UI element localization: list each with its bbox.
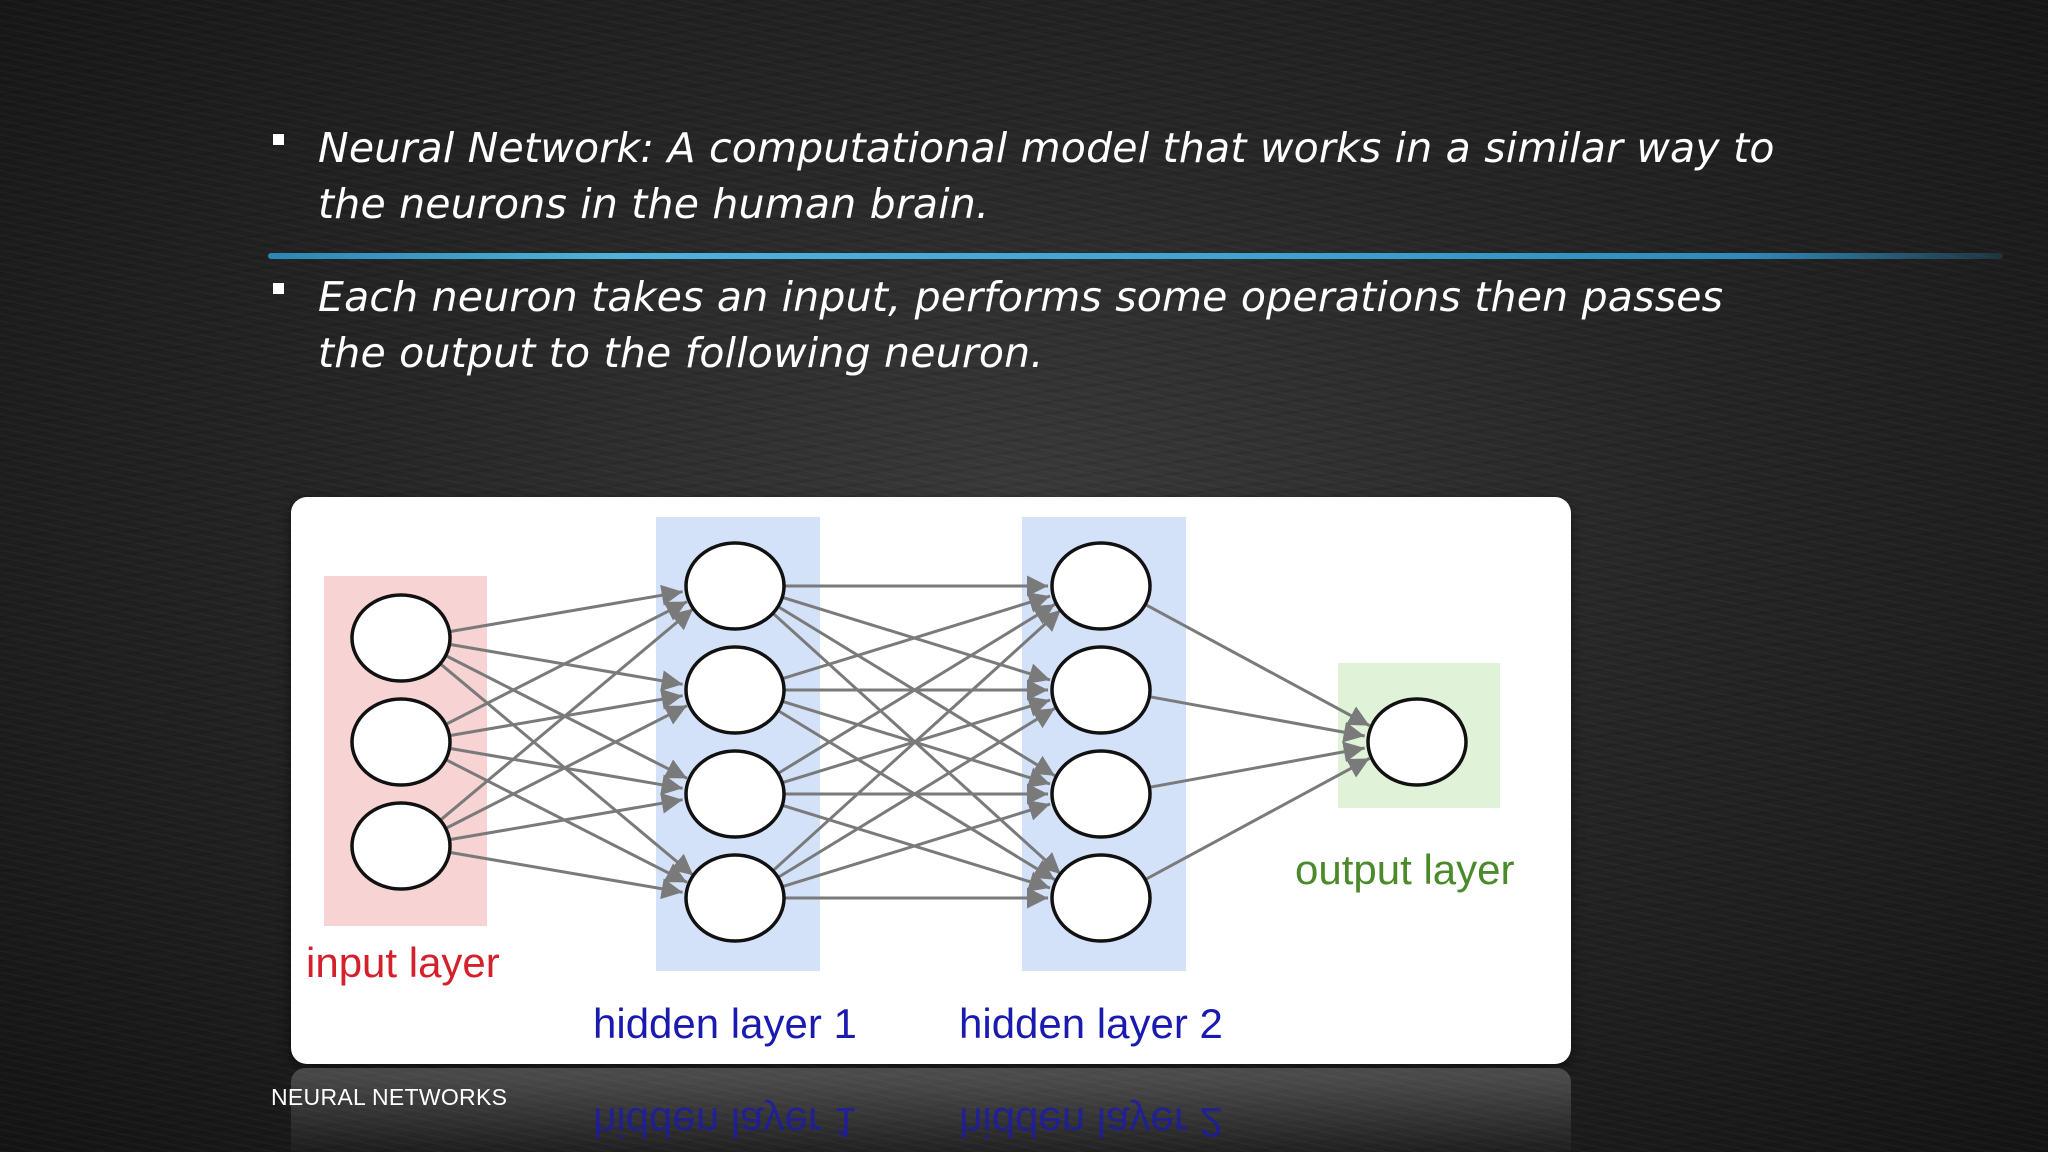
neuron-input-1 bbox=[350, 593, 452, 683]
neuron-hidden2-3 bbox=[1050, 749, 1152, 839]
bullet-text: Each neuron takes an input, performs som… bbox=[318, 273, 1724, 377]
connection-l2-n1-to-n0 bbox=[1147, 694, 1365, 743]
diagram-reflection: hidden layer 1 hidden layer 2 bbox=[291, 1068, 1571, 1152]
reflection-hidden-layer-1: hidden layer 1 bbox=[593, 1099, 857, 1146]
connection-l0-n2-to-n0 bbox=[437, 607, 695, 824]
connection-l2-n0-to-n0 bbox=[1142, 601, 1371, 727]
neuron-hidden1-4 bbox=[684, 853, 786, 943]
hidden-layer-2-label: hidden layer 2 bbox=[959, 1000, 1223, 1047]
connection-l2-n3-to-n0 bbox=[1142, 757, 1371, 883]
bullet-marker bbox=[273, 283, 284, 294]
neuron-output-1 bbox=[1366, 697, 1468, 787]
output-layer-label: output layer bbox=[1295, 846, 1514, 893]
neuron-input-3 bbox=[350, 801, 452, 891]
bullet-marker bbox=[273, 134, 284, 145]
connection-l0-n1-to-n0 bbox=[442, 600, 688, 727]
neuron-input-2 bbox=[350, 697, 452, 787]
connection-l0-n2-to-n3 bbox=[447, 850, 683, 900]
connection-l0-n0-to-n0 bbox=[447, 584, 683, 634]
connection-l1-n3-to-n0 bbox=[769, 608, 1062, 874]
divider-rule bbox=[268, 253, 2003, 259]
neuron-hidden2-1 bbox=[1050, 541, 1152, 631]
connection-l1-n3-to-n1 bbox=[775, 707, 1056, 881]
neuron-hidden2-2 bbox=[1050, 645, 1152, 735]
reflection-hidden-layer-2: hidden layer 2 bbox=[959, 1099, 1223, 1146]
hidden-layer-1-label: hidden layer 1 bbox=[593, 1000, 857, 1047]
bullet-text: Neural Network: A computational model th… bbox=[318, 124, 1775, 228]
neuron-hidden1-1 bbox=[684, 541, 786, 631]
neuron-hidden1-3 bbox=[684, 749, 786, 839]
connection-l2-n2-to-n0 bbox=[1147, 741, 1365, 790]
connection-l1-n3-to-n2 bbox=[779, 800, 1051, 889]
connection-l0-n2-to-n1 bbox=[442, 704, 688, 831]
connection-l1-n1-to-n0 bbox=[779, 592, 1051, 681]
neural-network-diagram: input layer hidden layer 1 hidden layer … bbox=[291, 497, 1571, 1064]
connection-l0-n2-to-n2 bbox=[447, 792, 683, 842]
slide-footer: NEURAL NETWORKS bbox=[271, 1084, 508, 1110]
neuron-hidden1-2 bbox=[684, 645, 786, 735]
connection-l1-n2-to-n0 bbox=[775, 603, 1056, 777]
input-layer-label: input layer bbox=[306, 939, 500, 986]
neuron-hidden2-4 bbox=[1050, 853, 1152, 943]
